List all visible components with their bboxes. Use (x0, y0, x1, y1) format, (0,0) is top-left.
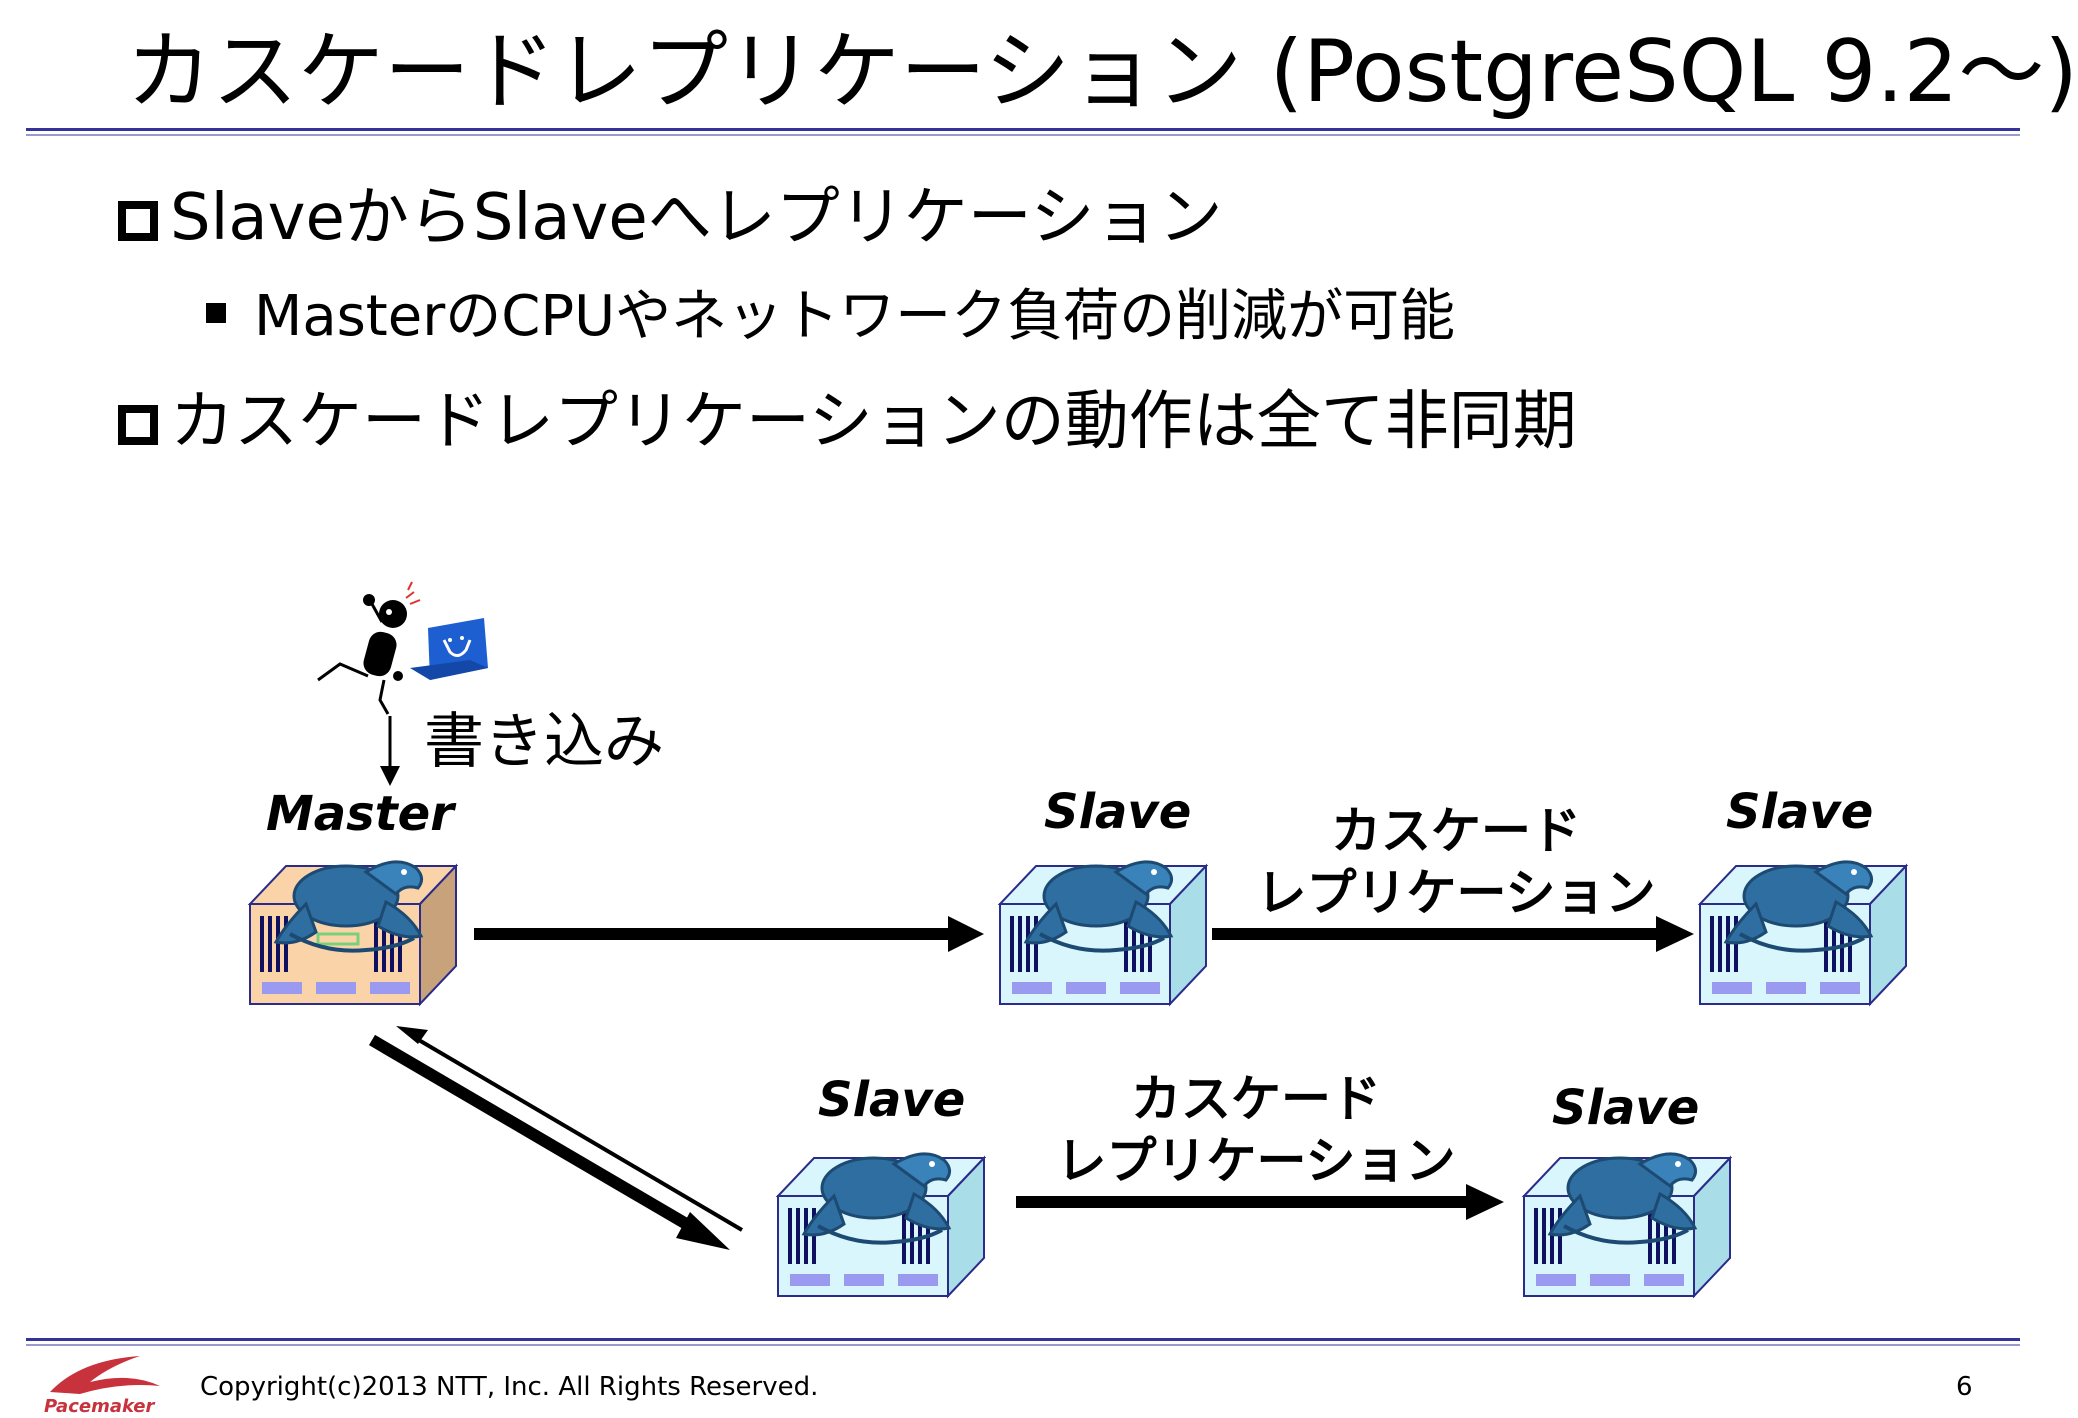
arrow-master-to-slave-1 (474, 916, 984, 952)
copyright-text: Copyright(c)2013 NTT, Inc. All Rights Re… (200, 1372, 819, 1402)
master-server-icon (247, 859, 459, 1007)
slave-server-icon-4 (1521, 1151, 1733, 1299)
page-number: 6 (1956, 1372, 1973, 1402)
client-user-icon (317, 581, 421, 715)
master-label: Master (266, 786, 454, 842)
bullet-2: カスケードレプリケーションの動作は全て非同期 (118, 382, 1577, 462)
cascade-label-lower-line2: レプリケーション (1056, 1132, 1456, 1190)
slave-label-3: Slave (818, 1072, 966, 1128)
write-label: 書き込み (424, 707, 664, 777)
cascade-label-upper-line2: レプリケーション (1256, 864, 1656, 922)
footer-rule (26, 1338, 2020, 1346)
bullet-square-icon (118, 405, 158, 445)
client-monitor-icon (410, 618, 488, 680)
bullet-square-icon (118, 201, 158, 241)
write-arrow (380, 716, 400, 786)
slave-server-icon-3 (775, 1151, 987, 1299)
cascade-label-upper: カスケード レプリケーション (1236, 800, 1676, 924)
sub-bullet-1: MasterのCPUやネットワーク負荷の削減が可能 (206, 282, 1455, 352)
pacemaker-logo-text: Pacemaker (44, 1396, 155, 1417)
sub-bullet-1-text: MasterのCPUやネットワーク負荷の削減が可能 (254, 284, 1456, 349)
slave-server-icon-2 (1697, 859, 1909, 1007)
slave-label-1: Slave (1044, 784, 1192, 840)
cascade-label-lower: カスケード レプリケーション (1036, 1068, 1476, 1192)
title-rule (26, 128, 2020, 136)
slave-label-2: Slave (1726, 784, 1874, 840)
bullet-2-text: カスケードレプリケーションの動作は全て非同期 (170, 385, 1577, 459)
arrow-slave-1-to-slave-2 (1212, 916, 1694, 952)
sub-bullet-square-icon (206, 303, 226, 323)
arrow-slave-3-to-slave-4 (1016, 1184, 1504, 1220)
cascade-label-upper-line1: カスケード (1331, 802, 1581, 860)
arrow-slave-3-to-master (396, 1026, 744, 1232)
bullet-1: SlaveからSlaveへレプリケーション (118, 178, 1222, 258)
arrow-master-to-slave-3 (368, 1034, 730, 1250)
slave-server-icon-1 (997, 859, 1209, 1007)
pacemaker-logo-icon (50, 1356, 160, 1394)
bullet-1-text: SlaveからSlaveへレプリケーション (170, 181, 1223, 255)
slide-title: カスケードレプリケーション (PostgreSQL 9.2～) (126, 22, 2078, 122)
slave-label-4: Slave (1552, 1080, 1700, 1136)
cascade-label-lower-line1: カスケード (1131, 1070, 1381, 1128)
